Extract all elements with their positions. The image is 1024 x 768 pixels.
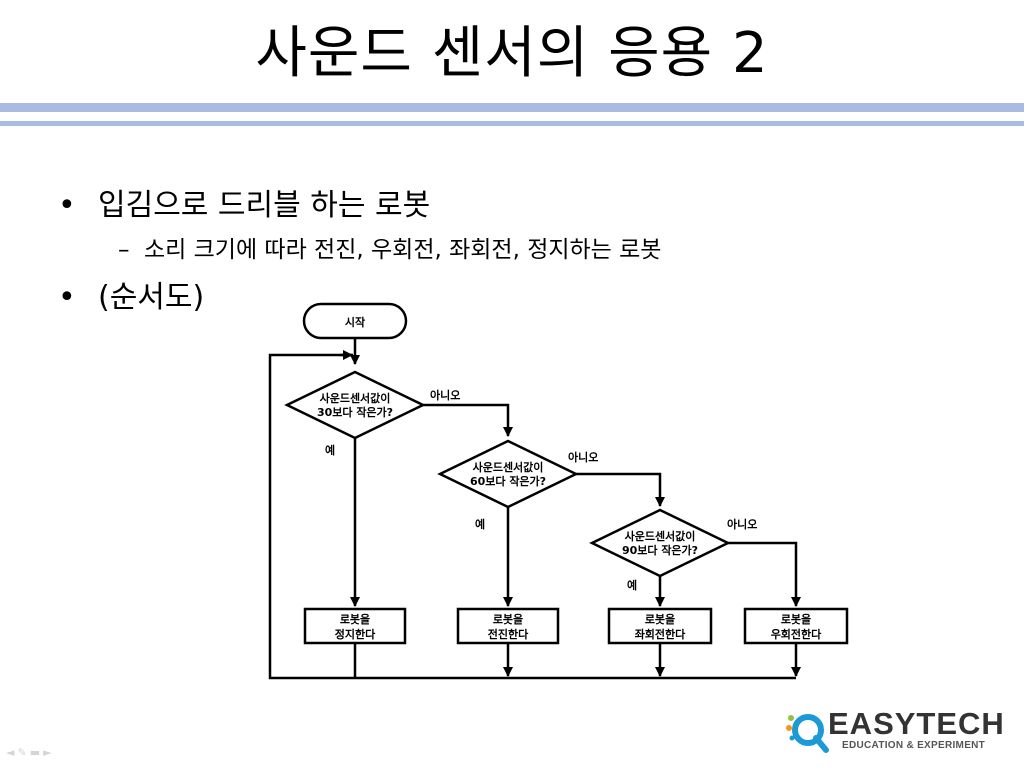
action-forward [456, 607, 560, 645]
action-left-turn [607, 607, 713, 645]
action-right-line1: 로봇을 [781, 613, 811, 626]
action-forward-line1: 로봇을 [493, 613, 523, 626]
decision-3-line2: 90보다 작은가? [622, 543, 698, 557]
action-stop-line1: 로봇을 [340, 613, 370, 626]
decision-2-line1: 사운드센서값이 [473, 460, 544, 474]
next-arrow-icon[interactable]: ► [43, 746, 55, 759]
bullet-2-text: (순서도) [98, 280, 205, 315]
yes-label-2: 예 [475, 517, 485, 531]
decision-1-line1: 사운드센서값이 [320, 391, 391, 405]
slide-nav[interactable]: ◄✎▬► [6, 746, 55, 759]
no-label-1: 아니오 [430, 388, 460, 402]
bullet-dot: • [58, 280, 76, 315]
bullet-1-text: 입김으로 드리블 하는 로봇 [98, 188, 431, 223]
decision-3 [589, 508, 731, 578]
logo-wordmark: EASYTECH [828, 706, 1005, 741]
sub-bullet-1-text: 소리 크기에 따라 전진, 우회전, 좌회전, 정지하는 로봇 [144, 237, 662, 263]
arrow-d2-no [576, 472, 665, 507]
decision-1-line2: 30보다 작은가? [317, 405, 393, 419]
sub-bullet-dash: – [118, 237, 130, 263]
sub-bullet-1: –소리 크기에 따라 전진, 우회전, 좌회전, 정지하는 로봇 [118, 234, 661, 266]
yes-label-1: 예 [325, 443, 335, 457]
prev-arrow-icon[interactable]: ◄ [6, 746, 18, 759]
no-label-2: 아니오 [568, 450, 598, 464]
bullet-1: • 입김으로 드리블 하는 로봇 [58, 186, 430, 226]
title-rule-thin [0, 121, 1024, 126]
decision-3-line1: 사운드센서값이 [625, 529, 696, 543]
decision-1 [284, 370, 426, 440]
start-label: 시작 [345, 315, 365, 329]
logo-q-icon [786, 714, 829, 753]
arrow-d1-no [423, 403, 513, 437]
menu-icon[interactable]: ▬ [29, 746, 44, 759]
action-right-line2: 우회전한다 [771, 627, 822, 641]
title-rule-thick [0, 103, 1024, 112]
decision-2 [437, 439, 579, 509]
arrow-d3-no [728, 541, 801, 607]
loop-back-line [268, 353, 355, 680]
yes-label-3: 예 [627, 578, 637, 592]
logo-tagline: EDUCATION & EXPERIMENT [842, 740, 986, 751]
action-stop-line2: 정지한다 [335, 627, 376, 641]
action-left-line2: 좌회전한다 [635, 627, 686, 641]
action-forward-line2: 전진한다 [488, 627, 529, 641]
pen-icon[interactable]: ✎ [17, 746, 30, 759]
easytech-logo: EASYTECH EDUCATION & EXPERIMENT [786, 706, 1010, 756]
decision-2-line2: 60보다 작은가? [470, 474, 546, 488]
action-left-line1: 로봇을 [645, 613, 675, 626]
action-right-turn [743, 607, 849, 645]
no-label-3: 아니오 [727, 517, 757, 531]
bullet-2: • (순서도) [58, 278, 204, 318]
bullet-dot: • [58, 188, 76, 223]
slide-title: 사운드 센서의 응용 2 [255, 21, 769, 86]
